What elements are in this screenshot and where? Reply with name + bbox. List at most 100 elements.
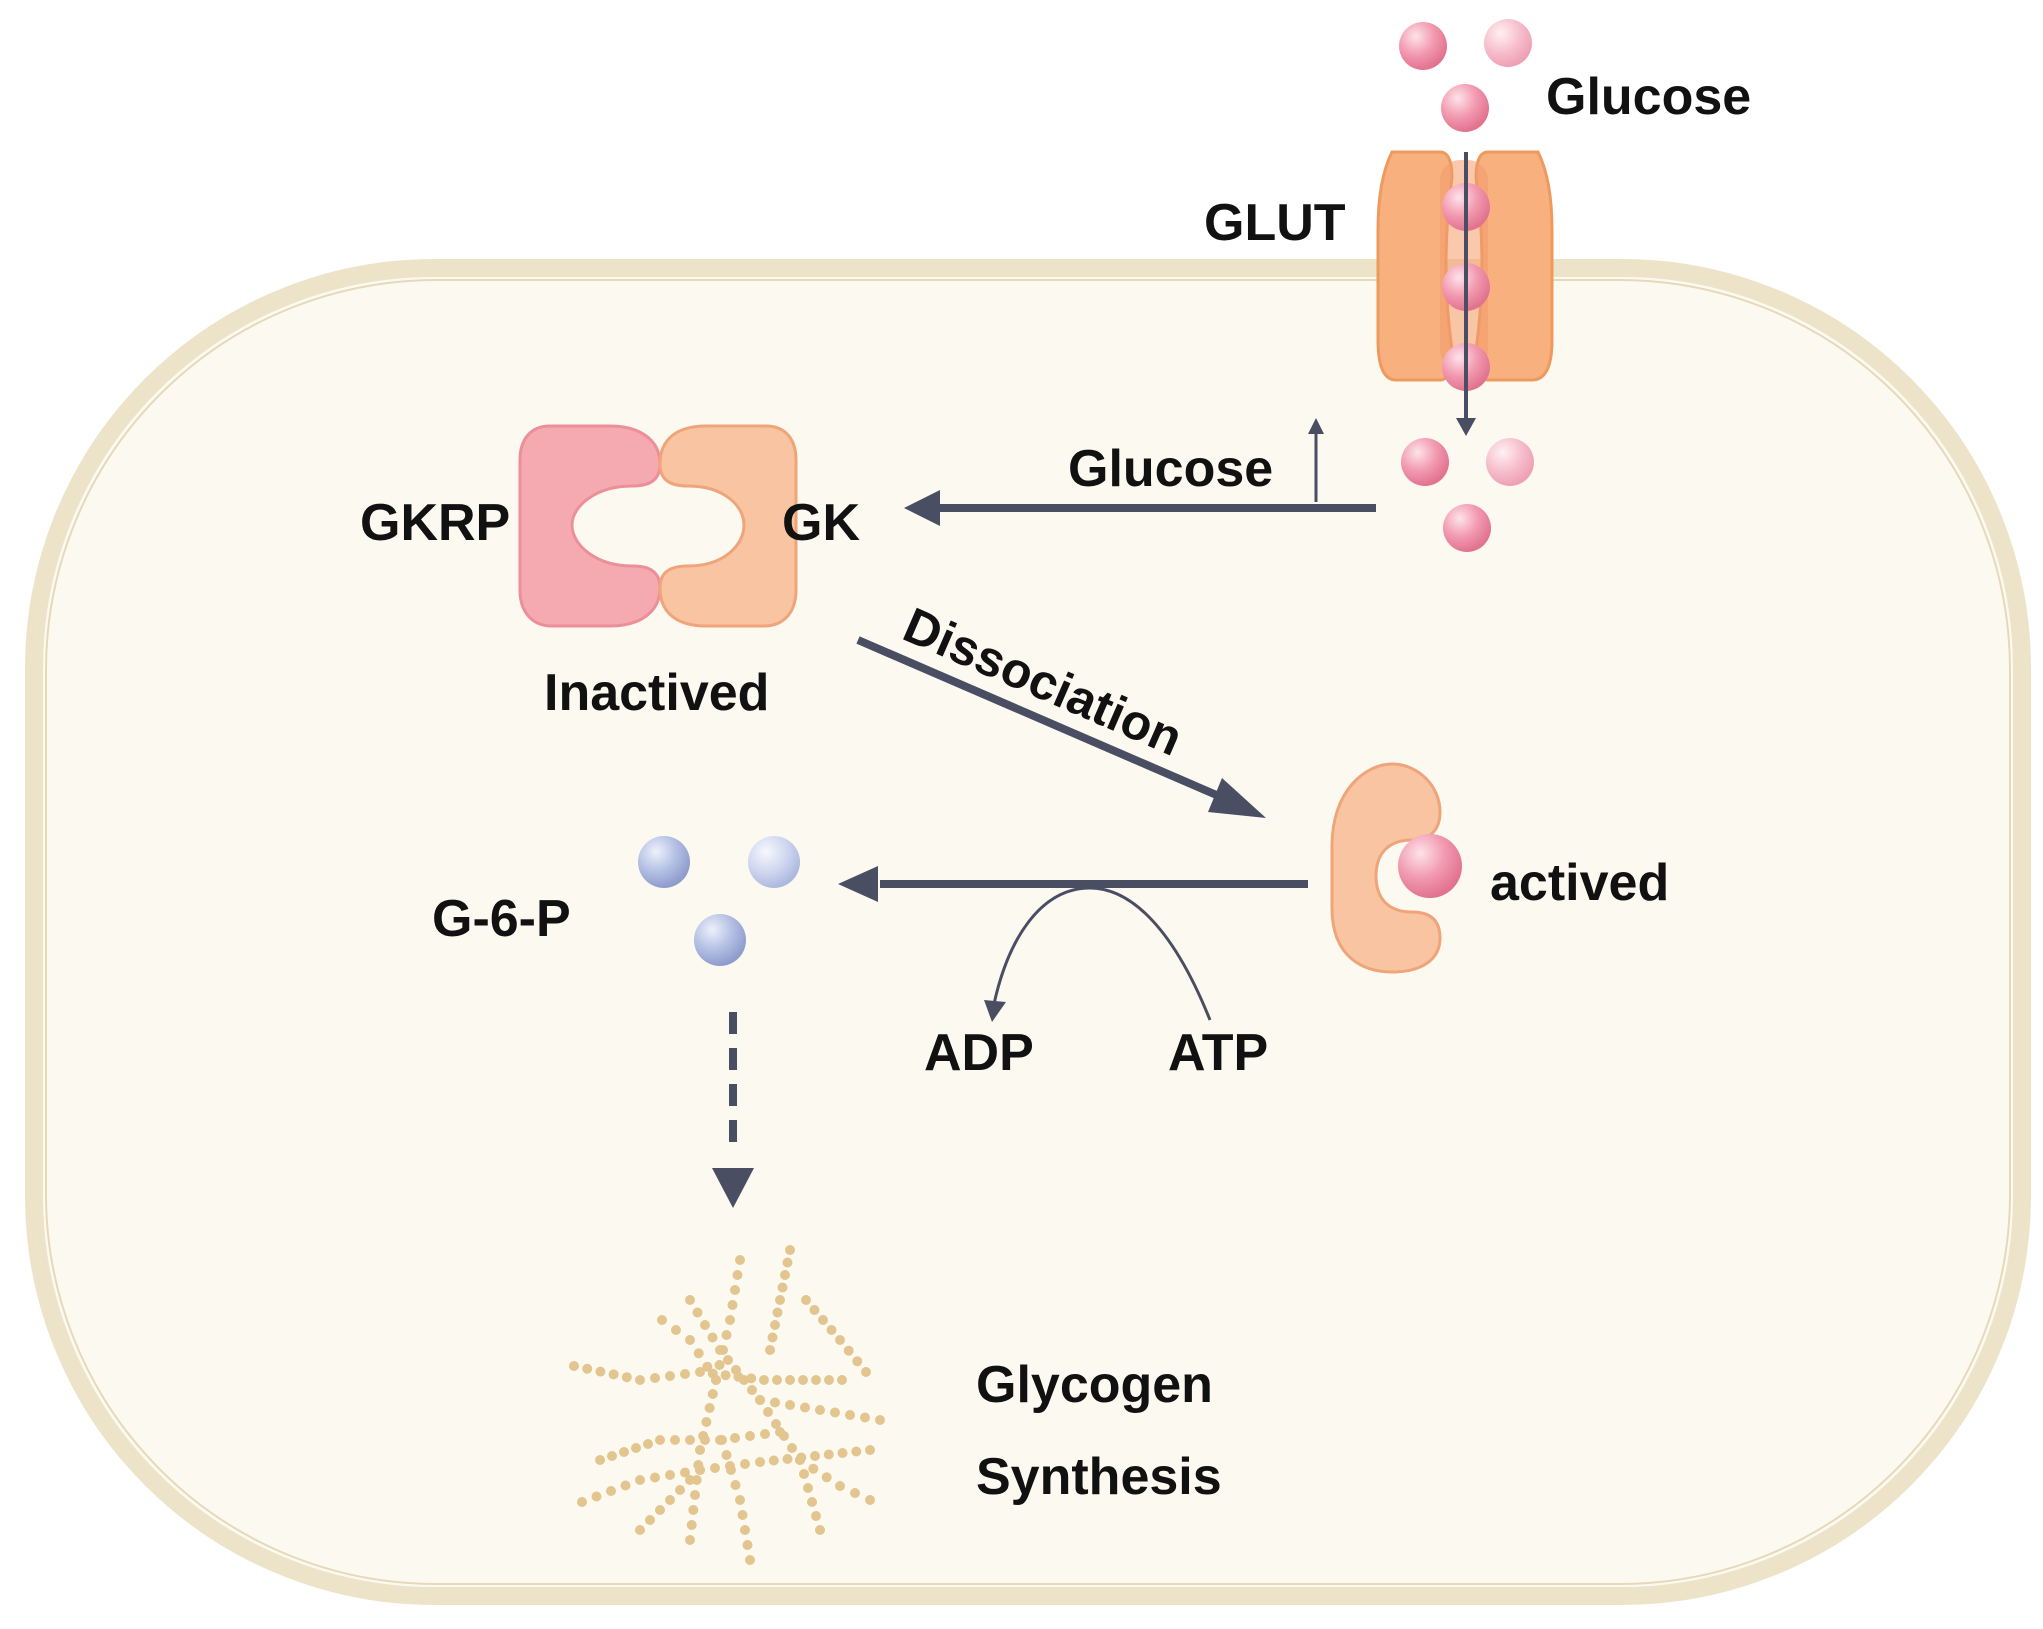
glycogen-glucose-unit — [695, 1445, 705, 1455]
glycogen-label-line1: Glycogen — [976, 1356, 1213, 1414]
glucose-to-gk-arrowhead — [904, 490, 940, 526]
glycogen-glucose-unit — [740, 1459, 750, 1469]
glycogen-glucose-unit — [740, 1525, 750, 1535]
g6p-molecule — [638, 836, 690, 888]
glycogen-glucose-unit — [730, 1433, 740, 1443]
glycogen-glucose-unit — [779, 1431, 789, 1441]
glycogen-glucose-unit — [739, 1375, 749, 1385]
glycogen-glucose-unit — [655, 1505, 665, 1515]
g6p-molecules — [638, 836, 800, 966]
glycogen-glucose-unit — [711, 1375, 721, 1385]
glycogen-glucose-unit — [845, 1410, 855, 1420]
adp-label: ADP — [924, 1024, 1034, 1082]
bound-glucose — [1398, 834, 1462, 898]
actived-label: actived — [1490, 854, 1669, 912]
glycogen-glucose-unit — [755, 1395, 765, 1405]
glycogen-glucose-unit — [818, 1315, 828, 1325]
intracellular-glucose-molecules — [1401, 438, 1534, 552]
glycogen-glucose-unit — [606, 1486, 616, 1496]
gkrp-protein — [518, 424, 662, 628]
glycogen-glucose-unit — [735, 1495, 745, 1505]
glycogen-glucose-unit — [772, 1375, 782, 1385]
glycogen-glucose-unit — [795, 1455, 805, 1465]
glycogen-glucose-unit — [582, 1363, 593, 1374]
glycogen-glucose-unit — [785, 1400, 795, 1410]
glycogen-glucose-unit — [688, 1505, 699, 1515]
glycogen-glucose-unit — [861, 1367, 871, 1377]
glycogen-glucose-unit — [815, 1525, 825, 1535]
glycogen-glucose-unit — [645, 1515, 655, 1525]
glycogen-glucose-unit — [798, 1375, 808, 1385]
glycogen-glucose-unit — [715, 1345, 725, 1355]
glycogen-glucose-unit — [621, 1372, 632, 1383]
glycogen-glucose-unit — [619, 1447, 629, 1457]
glycogen-glucose-unit — [785, 1245, 795, 1255]
glycogen-glucose-unit — [577, 1497, 587, 1507]
glycogen-glucose-unit — [830, 1407, 840, 1418]
glycogen-glucose-unit — [765, 1345, 775, 1355]
glycogen-glucose-unit — [635, 1475, 645, 1485]
glycogen-glucose-unit — [782, 1454, 793, 1464]
glycogen-glucose-unit — [671, 1325, 681, 1335]
glycogen-glucose-unit — [720, 1370, 731, 1381]
g6p-to-glycogen-arrowhead — [712, 1168, 754, 1208]
glucose-inside-label: Glucose — [1068, 440, 1273, 498]
glycogen-glucose-unit — [821, 1472, 832, 1483]
glycogen-glucose-unit — [787, 1443, 797, 1453]
glycogen-glucose-unit — [785, 1375, 795, 1385]
phosphorylation-arrowhead — [838, 866, 878, 902]
glycogen-glucose-unit — [620, 1480, 631, 1491]
atp-adp-curve — [992, 886, 1212, 1021]
glycogen-glucose-unit — [710, 1463, 720, 1473]
glycogen-glucose-unit — [800, 1402, 810, 1413]
glycogen-glucose-unit — [685, 1435, 695, 1445]
glut-transport-arrowhead — [1456, 418, 1476, 436]
glycogen-glucose-unit — [771, 1419, 781, 1429]
glycogen-structure — [569, 1245, 885, 1565]
glycogen-glucose-unit — [700, 1320, 710, 1330]
glycogen-glucose-unit — [770, 1320, 780, 1330]
glycogen-glucose-unit — [569, 1361, 579, 1371]
glycogen-glucose-unit — [811, 1375, 821, 1385]
glycogen-glucose-unit — [680, 1467, 690, 1478]
glycogen-glucose-unit — [865, 1445, 875, 1455]
glucose-molecule — [1484, 19, 1532, 67]
glycogen-glucose-unit — [650, 1472, 660, 1483]
glycogen-glucose-unit — [809, 1305, 820, 1315]
inactived-label: Inactived — [544, 664, 769, 722]
glycogen-glucose-unit — [768, 1455, 779, 1466]
glycogen-glucose-unit — [695, 1367, 705, 1377]
glycogen-glucose-unit — [775, 1295, 785, 1305]
glycogen-glucose-unit — [665, 1371, 675, 1381]
glycogen-glucose-unit — [680, 1369, 690, 1379]
glycogen-glucose-unit — [595, 1455, 605, 1465]
glycogen-glucose-unit — [799, 1469, 809, 1479]
glycogen-glucose-unit — [843, 1345, 854, 1356]
glycogen-glucose-unit — [726, 1465, 736, 1475]
glycogen-glucose-unit — [685, 1535, 695, 1545]
atp-adp-arrowhead — [984, 1000, 1006, 1022]
glycogen-glucose-unit — [772, 1307, 783, 1318]
glycogen-glucose-unit — [826, 1325, 837, 1335]
glycogen-glucose-unit — [635, 1525, 645, 1535]
glycogen-glucose-unit — [803, 1483, 813, 1493]
glycogen-glucose-unit — [731, 1365, 741, 1375]
glycogen-glucose-unit — [850, 1488, 860, 1498]
glycogen-glucose-unit — [695, 1465, 705, 1475]
dissociation-arrowhead — [1208, 778, 1266, 818]
glycogen-glucose-unit — [777, 1282, 788, 1293]
glycogen-glucose-unit — [767, 1332, 778, 1343]
gk-label: GK — [782, 494, 860, 552]
glycogen-glucose-unit — [657, 1315, 667, 1325]
glycogen-glucose-unit — [725, 1315, 735, 1325]
glycogen-glucose-unit — [702, 1361, 713, 1372]
glycogen-glucose-unit — [608, 1369, 619, 1380]
glycogen-glucose-unit — [707, 1389, 718, 1399]
glycogen-glucose-unit — [801, 1295, 811, 1305]
g6p-molecule — [694, 914, 746, 966]
gk-protein-inactive — [658, 424, 798, 628]
glycogen-glucose-unit — [717, 1435, 727, 1445]
dissociation-arrow — [856, 636, 1230, 804]
